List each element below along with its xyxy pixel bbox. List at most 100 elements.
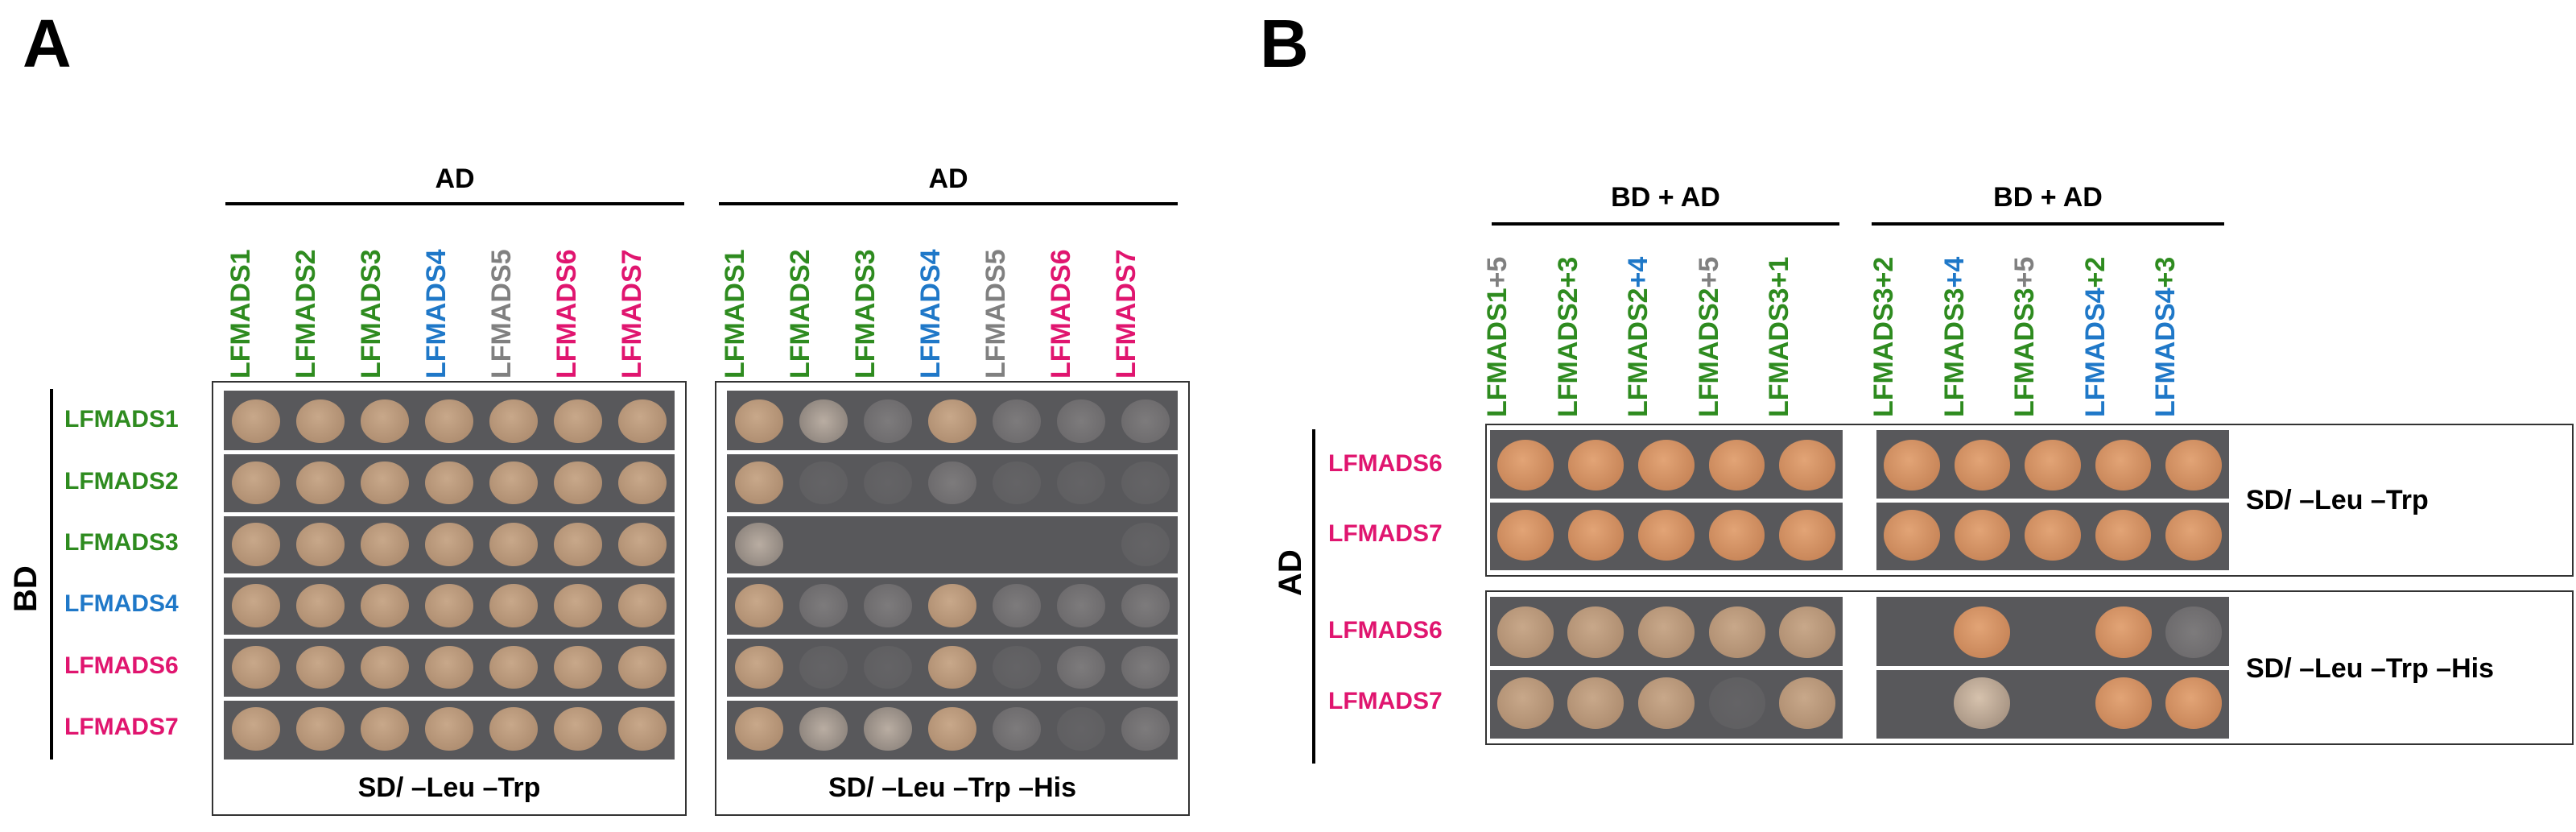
panel-a-col-label-right-4-part-0: LFMADS4 <box>915 249 946 379</box>
yeast-colony <box>1779 440 1835 491</box>
panel-b-plate-bottom-left <box>1490 597 1843 739</box>
panel-b-rule-left <box>1492 222 1839 226</box>
yeast-colony <box>993 523 1041 566</box>
yeast-colony <box>2095 677 2152 729</box>
panel-b-col-label-left-5: LFMADS3+1 <box>1764 256 1795 417</box>
yeast-colony <box>618 461 667 505</box>
yeast-colony <box>296 645 345 689</box>
panel-a-col-label-left-3: LFMADS3 <box>356 249 386 379</box>
yeast-colony <box>489 584 538 627</box>
yeast-colony <box>1779 677 1836 729</box>
panel-a-col-label-right-1-part-0: LFMADS1 <box>720 249 750 379</box>
panel-b-box-top: SD/ –Leu –Trp <box>1485 424 2574 577</box>
panel-b-row-label-top-1: LFMADS6 <box>1328 449 1443 477</box>
panel-a-left-separator <box>224 635 675 640</box>
yeast-colony <box>928 707 976 751</box>
yeast-colony <box>1567 440 1624 491</box>
panel-a-col-label-left-6: LFMADS6 <box>551 249 582 379</box>
panel-a-row-label-6: LFMADS7 <box>64 713 179 740</box>
yeast-colony <box>618 399 667 443</box>
yeast-colony <box>735 399 783 443</box>
yeast-colony <box>554 707 602 751</box>
panel-b-top-left-separator <box>1490 499 1843 503</box>
panel-b-header-right: BD + AD <box>1993 182 2103 213</box>
yeast-colony <box>1121 645 1170 689</box>
yeast-colony <box>1121 707 1170 751</box>
yeast-colony <box>1567 510 1624 561</box>
yeast-colony <box>2025 510 2081 561</box>
panel-b-col-label-right-4: LFMADS4+2 <box>2079 257 2111 417</box>
panel-b-col-label-right-5: LFMADS4+3 <box>2150 257 2182 417</box>
panel-a-row-label-3: LFMADS3 <box>64 528 179 556</box>
yeast-colony <box>361 461 409 505</box>
yeast-colony <box>361 645 409 689</box>
panel-b-letter: B <box>1260 6 1309 81</box>
yeast-colony <box>554 523 602 566</box>
yeast-colony <box>554 461 602 505</box>
panel-b-col-label-left-5-part-1: +1 <box>1764 256 1795 288</box>
yeast-colony <box>554 645 602 689</box>
yeast-colony <box>1884 440 1940 491</box>
panel-a-letter: A <box>23 6 72 81</box>
panel-b-col-label-left-4-part-1: +5 <box>1693 256 1724 288</box>
yeast-colony <box>618 523 667 566</box>
panel-b-medium-bottom: SD/ –Leu –Trp –His <box>2246 653 2494 684</box>
yeast-colony <box>735 584 783 627</box>
yeast-colony <box>296 461 345 505</box>
yeast-colony <box>799 645 848 689</box>
panel-b-col-label-left-4: LFMADS2+5 <box>1693 256 1724 417</box>
yeast-colony <box>232 461 280 505</box>
panel-a-col-label-right-5: LFMADS5 <box>980 249 1011 379</box>
yeast-colony <box>1057 399 1105 443</box>
panel-b-col-label-left-4-part-0: LFMADS2 <box>1693 288 1724 417</box>
yeast-colony <box>799 399 848 443</box>
yeast-colony <box>1057 584 1105 627</box>
panel-a-bd-rule <box>50 389 53 760</box>
panel-b-col-label-right-4-part-0: LFMADS4 <box>2079 288 2111 417</box>
panel-a-row-label-2: LFMADS2 <box>64 467 179 495</box>
panel-b-col-label-right-2: LFMADS3+4 <box>1939 257 1970 417</box>
panel-a-col-label-left-1-part-0: LFMADS1 <box>225 249 256 379</box>
yeast-colony <box>864 461 912 505</box>
yeast-colony <box>425 584 473 627</box>
yeast-colony <box>928 399 976 443</box>
yeast-colony <box>735 461 783 505</box>
yeast-colony <box>928 461 976 505</box>
yeast-colony <box>2165 510 2222 561</box>
yeast-colony <box>425 461 473 505</box>
panel-b-medium-top: SD/ –Leu –Trp <box>2246 485 2429 515</box>
yeast-colony <box>296 523 345 566</box>
yeast-colony <box>993 584 1041 627</box>
yeast-colony <box>2095 510 2152 561</box>
panel-a-medium-right: SD/ –Leu –Trp –His <box>828 772 1076 803</box>
panel-a-box-left: SD/ –Leu –Trp <box>212 381 687 816</box>
panel-b-col-label-right-1: LFMADS3+2 <box>1868 256 1899 417</box>
panel-a-ad-header-right: AD <box>928 164 968 194</box>
yeast-colony <box>296 707 345 751</box>
panel-a-col-label-right-6-part-0: LFMADS6 <box>1046 249 1076 379</box>
panel-a-col-label-right-1: LFMADS1 <box>720 249 750 379</box>
panel-a-row-label-1: LFMADS1 <box>64 406 179 433</box>
panel-b-col-label-left-1-part-1: +5 <box>1482 256 1513 288</box>
yeast-colony <box>1954 677 2011 729</box>
yeast-colony <box>1779 510 1835 561</box>
yeast-colony <box>1638 510 1695 561</box>
panel-a-col-label-right-5-part-0: LFMADS5 <box>980 249 1011 379</box>
panel-a-col-label-left-3-part-0: LFMADS3 <box>356 249 386 379</box>
panel-a-row-label-4: LFMADS4 <box>64 590 179 618</box>
yeast-colony <box>425 523 473 566</box>
yeast-colony <box>618 707 667 751</box>
yeast-colony <box>993 399 1041 443</box>
panel-b-row-label-bottom-2: LFMADS7 <box>1328 688 1443 714</box>
yeast-colony <box>1637 677 1695 729</box>
panel-b-col-label-right-1-part-1: +2 <box>1868 256 1899 288</box>
panel-a-col-label-left-2-part-0: LFMADS2 <box>291 249 321 379</box>
yeast-colony <box>928 523 976 566</box>
panel-a-ad-rule-left <box>225 202 684 205</box>
yeast-colony <box>1567 606 1624 658</box>
yeast-colony <box>554 399 602 443</box>
panel-a-box-right: SD/ –Leu –Trp –His <box>715 381 1190 816</box>
panel-b-col-label-right-5-part-0: LFMADS4 <box>2150 288 2182 417</box>
yeast-colony <box>1884 677 1940 728</box>
yeast-colony <box>799 461 848 505</box>
